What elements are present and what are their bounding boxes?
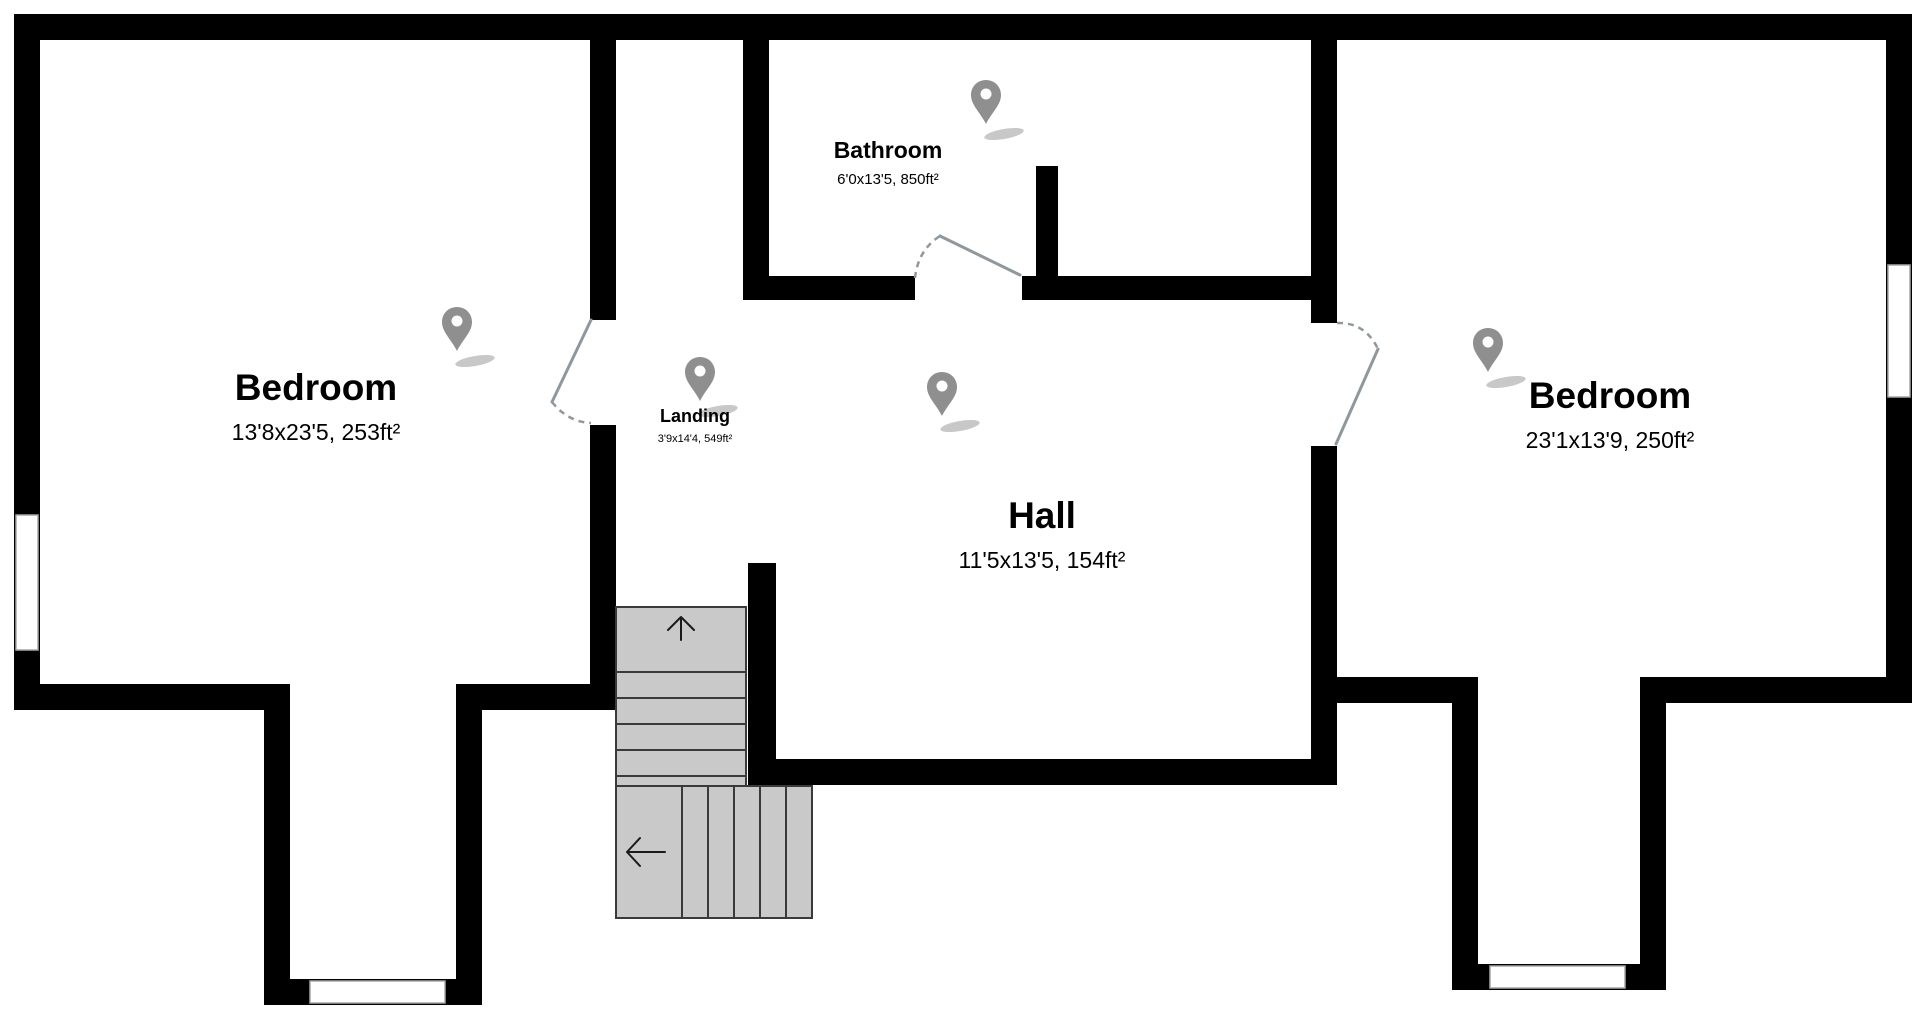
wall-left-inner-top — [590, 14, 616, 320]
windows — [15, 264, 1911, 1004]
room-name: Bathroom — [834, 137, 943, 163]
wall-bath-bottom-a — [743, 276, 915, 300]
stair-tread — [615, 775, 747, 787]
wall-bath-left — [743, 14, 769, 300]
room-label-hall: Hall 11'5x13'5, 154ft² — [959, 495, 1126, 573]
door-bathroom — [913, 234, 1022, 279]
wall-hall-left — [748, 563, 776, 785]
door-right-bedroom — [1334, 321, 1380, 446]
window-left — [15, 514, 39, 651]
room-name: Bedroom — [1529, 375, 1691, 416]
doors — [550, 234, 1380, 446]
stair-tread — [615, 697, 747, 725]
room-dimensions: 13'8x23'5, 253ft² — [232, 419, 401, 445]
walls — [14, 14, 1912, 1005]
stair-tread — [785, 785, 813, 919]
arrow-up-icon — [667, 616, 695, 641]
map-pin-icon[interactable] — [1473, 328, 1527, 391]
room-label-landing: Landing 3'9x14'4, 549ft² — [658, 406, 733, 445]
room-labels: Bedroom 13'8x23'5, 253ft² Bathroom 6'0x1… — [232, 137, 1695, 573]
arrow-left-icon — [626, 837, 666, 867]
room-name: Bedroom — [235, 367, 397, 408]
wall-right-bay-right — [1640, 677, 1666, 990]
window-left-bay — [309, 980, 446, 1004]
wall-left-bay-right — [456, 684, 482, 1005]
room-label-bathroom: Bathroom 6'0x13'5, 850ft² — [834, 137, 943, 188]
map-pin-icon[interactable] — [927, 372, 981, 435]
staircase — [615, 606, 813, 919]
wall-hall-bottom — [748, 759, 1337, 785]
wall-bath-stub — [1036, 166, 1058, 290]
map-pin-icon[interactable] — [971, 80, 1025, 143]
wall-right-inner-bottom — [1311, 446, 1337, 784]
window-right — [1887, 264, 1911, 398]
wall-bath-bottom-b — [1022, 276, 1327, 300]
wall-right-bay-left — [1452, 677, 1478, 990]
stair-tread — [759, 785, 787, 919]
wall-right-inner-top — [1311, 14, 1337, 323]
wall-left-bottom-a — [14, 684, 290, 710]
room-name: Landing — [660, 406, 730, 426]
wall-top-left — [14, 14, 769, 40]
stair-tread — [615, 749, 747, 777]
door-left-bedroom — [550, 318, 593, 425]
room-dimensions: 11'5x13'5, 154ft² — [959, 547, 1126, 573]
stair-tread — [615, 723, 747, 751]
room-label-bedroom-left: Bedroom 13'8x23'5, 253ft² — [232, 367, 401, 445]
window-right-bay — [1489, 965, 1626, 989]
stair-tread — [681, 785, 709, 919]
wall-right-bottom-b — [1640, 677, 1912, 703]
stair-tread — [615, 671, 747, 699]
room-name: Hall — [1008, 495, 1076, 536]
stair-tread — [733, 785, 761, 919]
wall-right-bottom-a — [1311, 677, 1478, 703]
stair-tread — [707, 785, 735, 919]
wall-left-inner-bottom — [590, 425, 616, 710]
room-label-bedroom-right: Bedroom 23'1x13'9, 250ft² — [1526, 375, 1695, 453]
room-dimensions: 23'1x13'9, 250ft² — [1526, 427, 1695, 453]
map-pin-icon[interactable] — [442, 307, 496, 370]
room-dimensions: 3'9x14'4, 549ft² — [658, 433, 733, 445]
wall-left-bottom-b — [456, 684, 614, 710]
room-dimensions: 6'0x13'5, 850ft² — [837, 171, 939, 188]
wall-left-bay-left — [264, 684, 290, 1005]
